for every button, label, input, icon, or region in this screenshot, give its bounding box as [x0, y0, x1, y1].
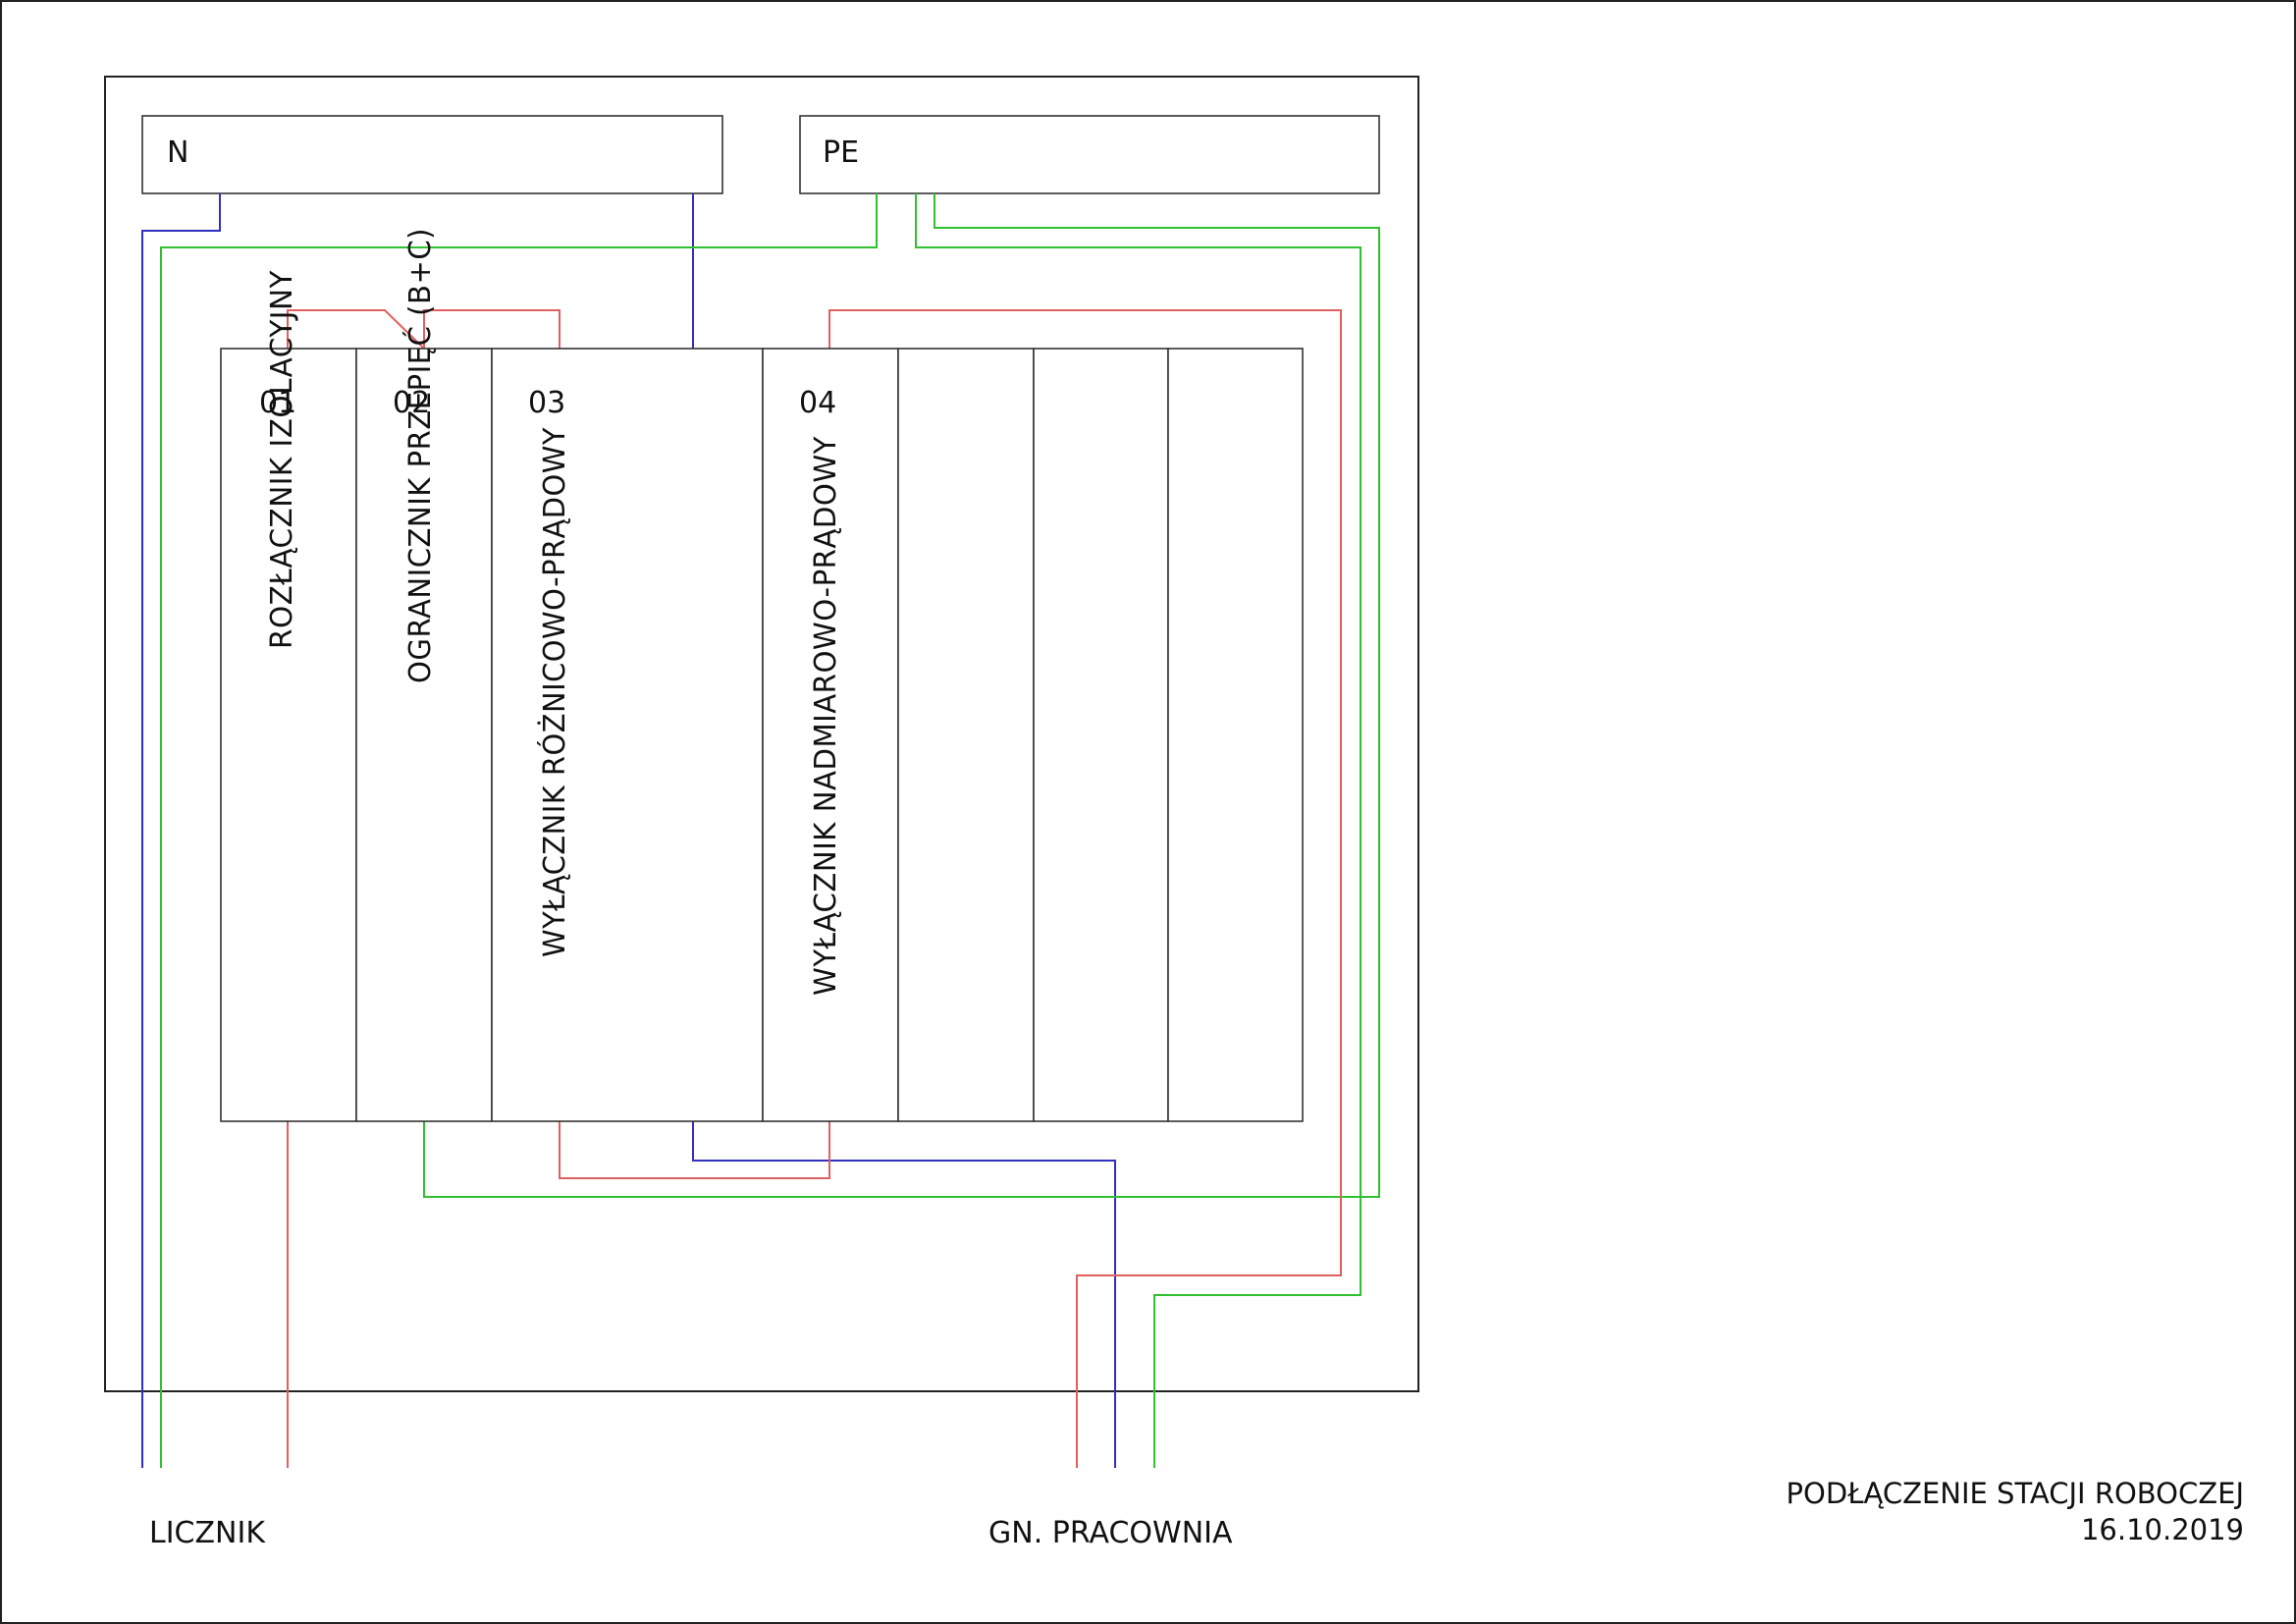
meter-label: LICZNIK — [149, 1516, 266, 1550]
module-03-label: WYŁĄCZNIK RÓŻNICOWO-PRĄDOWY — [536, 427, 572, 957]
workshop-outlet-label: GN. PRACOWNIA — [988, 1516, 1233, 1550]
phase-wire-bottom-bridge — [559, 1121, 830, 1179]
pe-wire-surge-arrester — [423, 193, 1380, 1198]
module-03-number: 03 — [528, 386, 565, 420]
module-02-label: OGRANICZNIK PRZEPIĘĆ (B+C) — [401, 228, 438, 683]
module-spare-3 — [1167, 348, 1304, 1122]
module-02-number: 02 — [393, 386, 430, 420]
module-01-label: ROZŁĄCZNIK IZOLACYJNY — [265, 270, 299, 649]
neutral-wire-outgoing — [692, 1121, 1116, 1468]
pe-bus-bar — [799, 115, 1380, 194]
neutral-wire-incoming — [141, 193, 221, 1468]
module-rail — [220, 348, 1304, 1122]
neutral-bus-label: N — [167, 135, 188, 170]
drawing-date: 16.10.2019 — [2081, 1513, 2244, 1546]
module-04-number: 04 — [799, 386, 836, 420]
drawing-title: PODŁĄCZENIE STACJI ROBOCZEJ — [1787, 1477, 2244, 1510]
pe-wires — [160, 193, 1380, 1468]
pe-bus-label: PE — [823, 135, 859, 170]
pe-wire-incoming — [160, 193, 878, 1468]
distribution-board-enclosure — [104, 76, 1419, 1392]
module-04 — [762, 348, 899, 1122]
module-04-label: WYŁĄCZNIK NADMIAROWO-PRĄDOWY — [809, 436, 843, 996]
module-01 — [220, 348, 357, 1122]
module-spare-1 — [897, 348, 1035, 1122]
module-spare-2 — [1033, 348, 1169, 1122]
module-03 — [491, 348, 764, 1122]
module-01-number: 01 — [259, 386, 296, 420]
pe-wire-outgoing — [915, 193, 1362, 1468]
module-02 — [355, 348, 493, 1122]
neutral-bus-bar — [141, 115, 723, 194]
phase-wire-outgoing — [828, 309, 1342, 1468]
neutral-wires — [141, 193, 1116, 1468]
